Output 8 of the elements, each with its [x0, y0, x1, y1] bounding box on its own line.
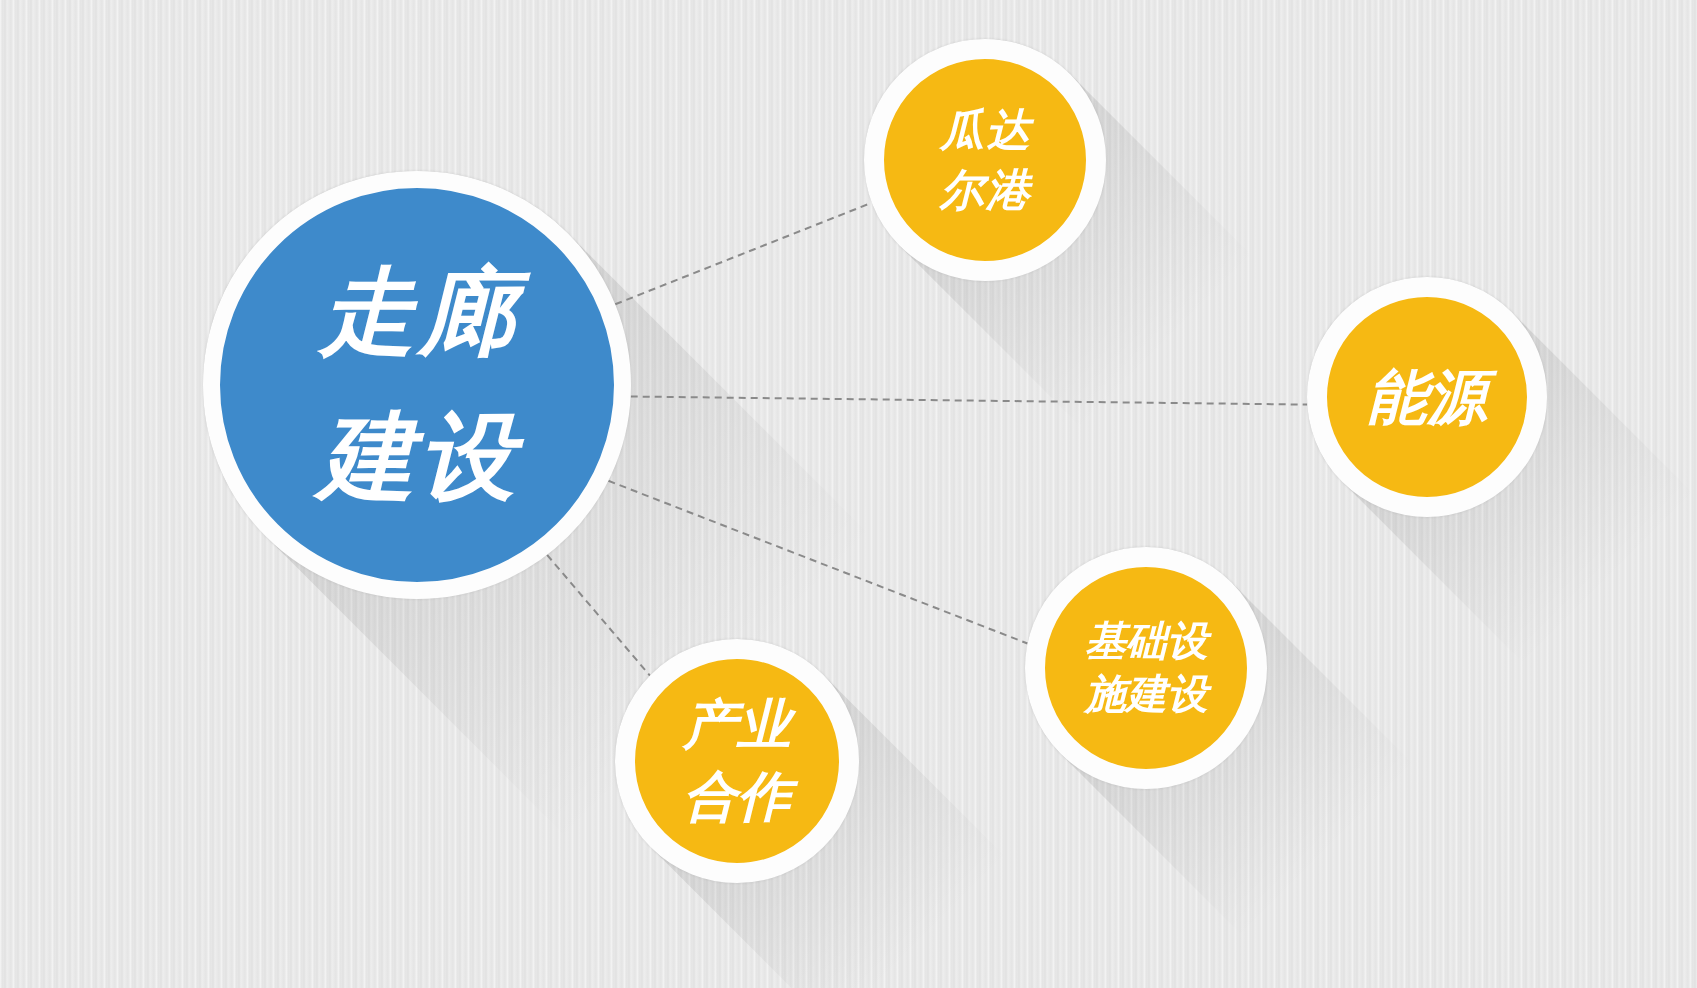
circle-label: 瓜达尔港	[928, 96, 1042, 224]
circle-label: 走廊建设	[296, 232, 538, 538]
circle-label: 产业合作	[671, 685, 803, 837]
circle-label: 基础设施建设	[1075, 612, 1217, 724]
circle-label: 能源	[1354, 355, 1500, 439]
dashed-connector	[546, 553, 651, 677]
dashed-connector	[607, 479, 1029, 645]
dashed-connector	[629, 395, 1309, 406]
